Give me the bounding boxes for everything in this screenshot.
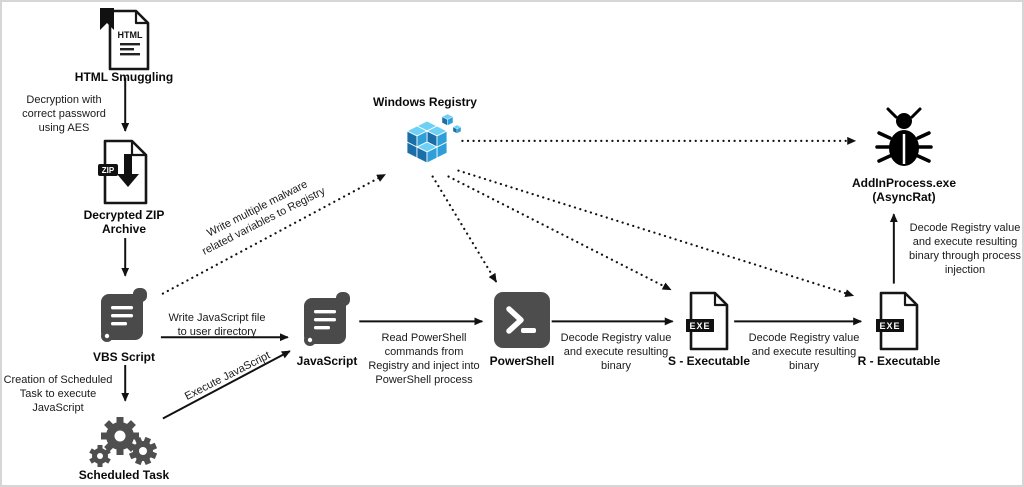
html-file-icon: HTML: [94, 8, 160, 77]
node-label-decrypted-zip: Decrypted ZIP Archive: [83, 208, 165, 237]
gears-icon: [88, 410, 160, 473]
javascript-scroll-icon: [298, 290, 356, 357]
dotted-arrow-registry-to-powershell: [431, 175, 498, 283]
registry-cubes-icon: [392, 112, 464, 179]
bug-icon: [874, 106, 934, 175]
powershell-icon: [494, 292, 550, 353]
edge-note-decode-r: Decode Registry value and execute result…: [748, 332, 860, 372]
node-label-windows-registry: Windows Registry: [373, 95, 477, 109]
node-label-addinprocess: AddInProcess.exe (AsyncRat): [851, 176, 957, 205]
edge-note-scheduled-task: Creation of Scheduled Task to execute Ja…: [3, 374, 113, 414]
vbs-script-scroll-icon: [95, 286, 153, 353]
node-label-scheduled-task: Scheduled Task: [78, 468, 170, 482]
svg-text:EXE: EXE: [689, 321, 710, 331]
svg-text:EXE: EXE: [879, 321, 900, 331]
edge-note-read-powershell: Read PowerShell commands from Registry a…: [368, 332, 480, 386]
edge-note-decryption: Decryption with correct password using A…: [22, 94, 106, 134]
node-label-vbs-script: VBS Script: [92, 350, 155, 364]
dotted-arrow-registry-to-sexe: [447, 175, 672, 291]
arrow-scheduledtask-to-javascript: [162, 350, 291, 420]
node-label-r-executable: R - Executable: [857, 354, 941, 368]
svg-text:ZIP: ZIP: [102, 166, 115, 175]
s-exe-file-icon: EXE: [684, 290, 732, 357]
node-label-javascript: JavaScript: [296, 354, 358, 368]
node-label-html-smuggling: HTML Smuggling: [74, 70, 174, 84]
edge-note-write-js: Write JavaScript file to user directory: [168, 312, 266, 338]
node-label-s-executable: S - Executable: [667, 354, 751, 368]
zip-file-icon: ZIP: [96, 138, 154, 211]
node-label-powershell: PowerShell: [489, 354, 555, 368]
dotted-arrow-vbs-to-registry: [161, 173, 387, 295]
r-exe-file-icon: EXE: [874, 290, 922, 357]
dotted-arrow-registry-to-rexe: [457, 169, 855, 297]
svg-text:HTML: HTML: [118, 30, 143, 40]
edge-note-decode-injection: Decode Registry value and execute result…: [909, 222, 1021, 276]
edge-note-decode-s: Decode Registry value and execute result…: [560, 332, 672, 372]
